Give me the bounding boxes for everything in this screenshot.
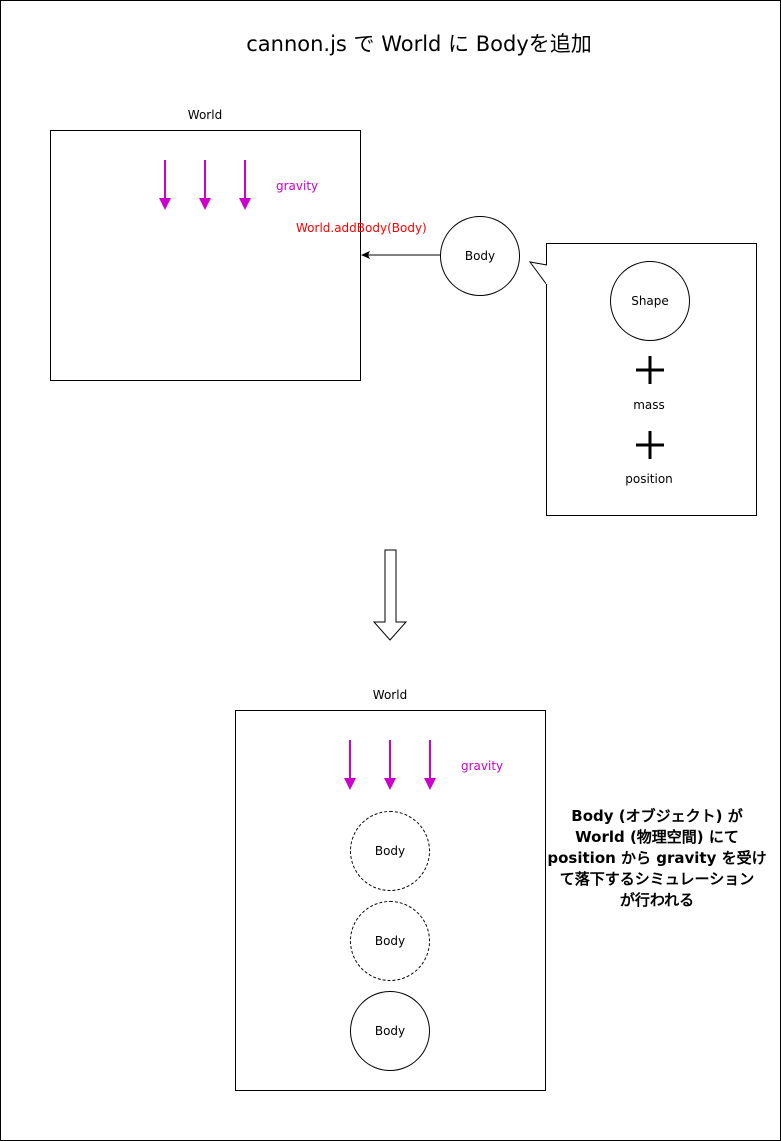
- add-body-arrow: [361, 251, 440, 259]
- body-label: Body: [374, 1024, 406, 1038]
- body-label: Body: [464, 249, 496, 263]
- bottom-world-label: World: [372, 688, 408, 702]
- transition-arrow: [372, 549, 408, 641]
- bottom-gravity-label: gravity: [461, 759, 504, 773]
- plus-icon: [636, 431, 664, 459]
- summary-text: Body (オブジェクト) が World (物理空間) にて position…: [547, 807, 767, 909]
- top-gravity-arrows: [159, 160, 251, 210]
- body-circle-dashed-1: Body: [350, 811, 430, 891]
- body-circle-dashed-2: Body: [350, 901, 430, 981]
- top-world-label: World: [187, 108, 223, 122]
- position-label: position: [625, 472, 673, 486]
- diagram-title: cannon.js で World に Bodyを追加: [246, 32, 592, 56]
- body-circle-solid: Body: [350, 991, 430, 1071]
- shape-label: Shape: [631, 294, 669, 308]
- mass-label: mass: [633, 398, 665, 412]
- callout-pointer: [528, 261, 548, 286]
- top-gravity-label: gravity: [276, 179, 319, 193]
- plus-icon: [636, 356, 664, 384]
- add-body-label: World.addBody(Body): [296, 221, 427, 235]
- body-label: Body: [374, 934, 406, 948]
- body-circle: Body: [440, 216, 520, 296]
- body-label: Body: [374, 844, 406, 858]
- bottom-gravity-arrows: [344, 740, 436, 790]
- shape-circle: Shape: [610, 261, 690, 341]
